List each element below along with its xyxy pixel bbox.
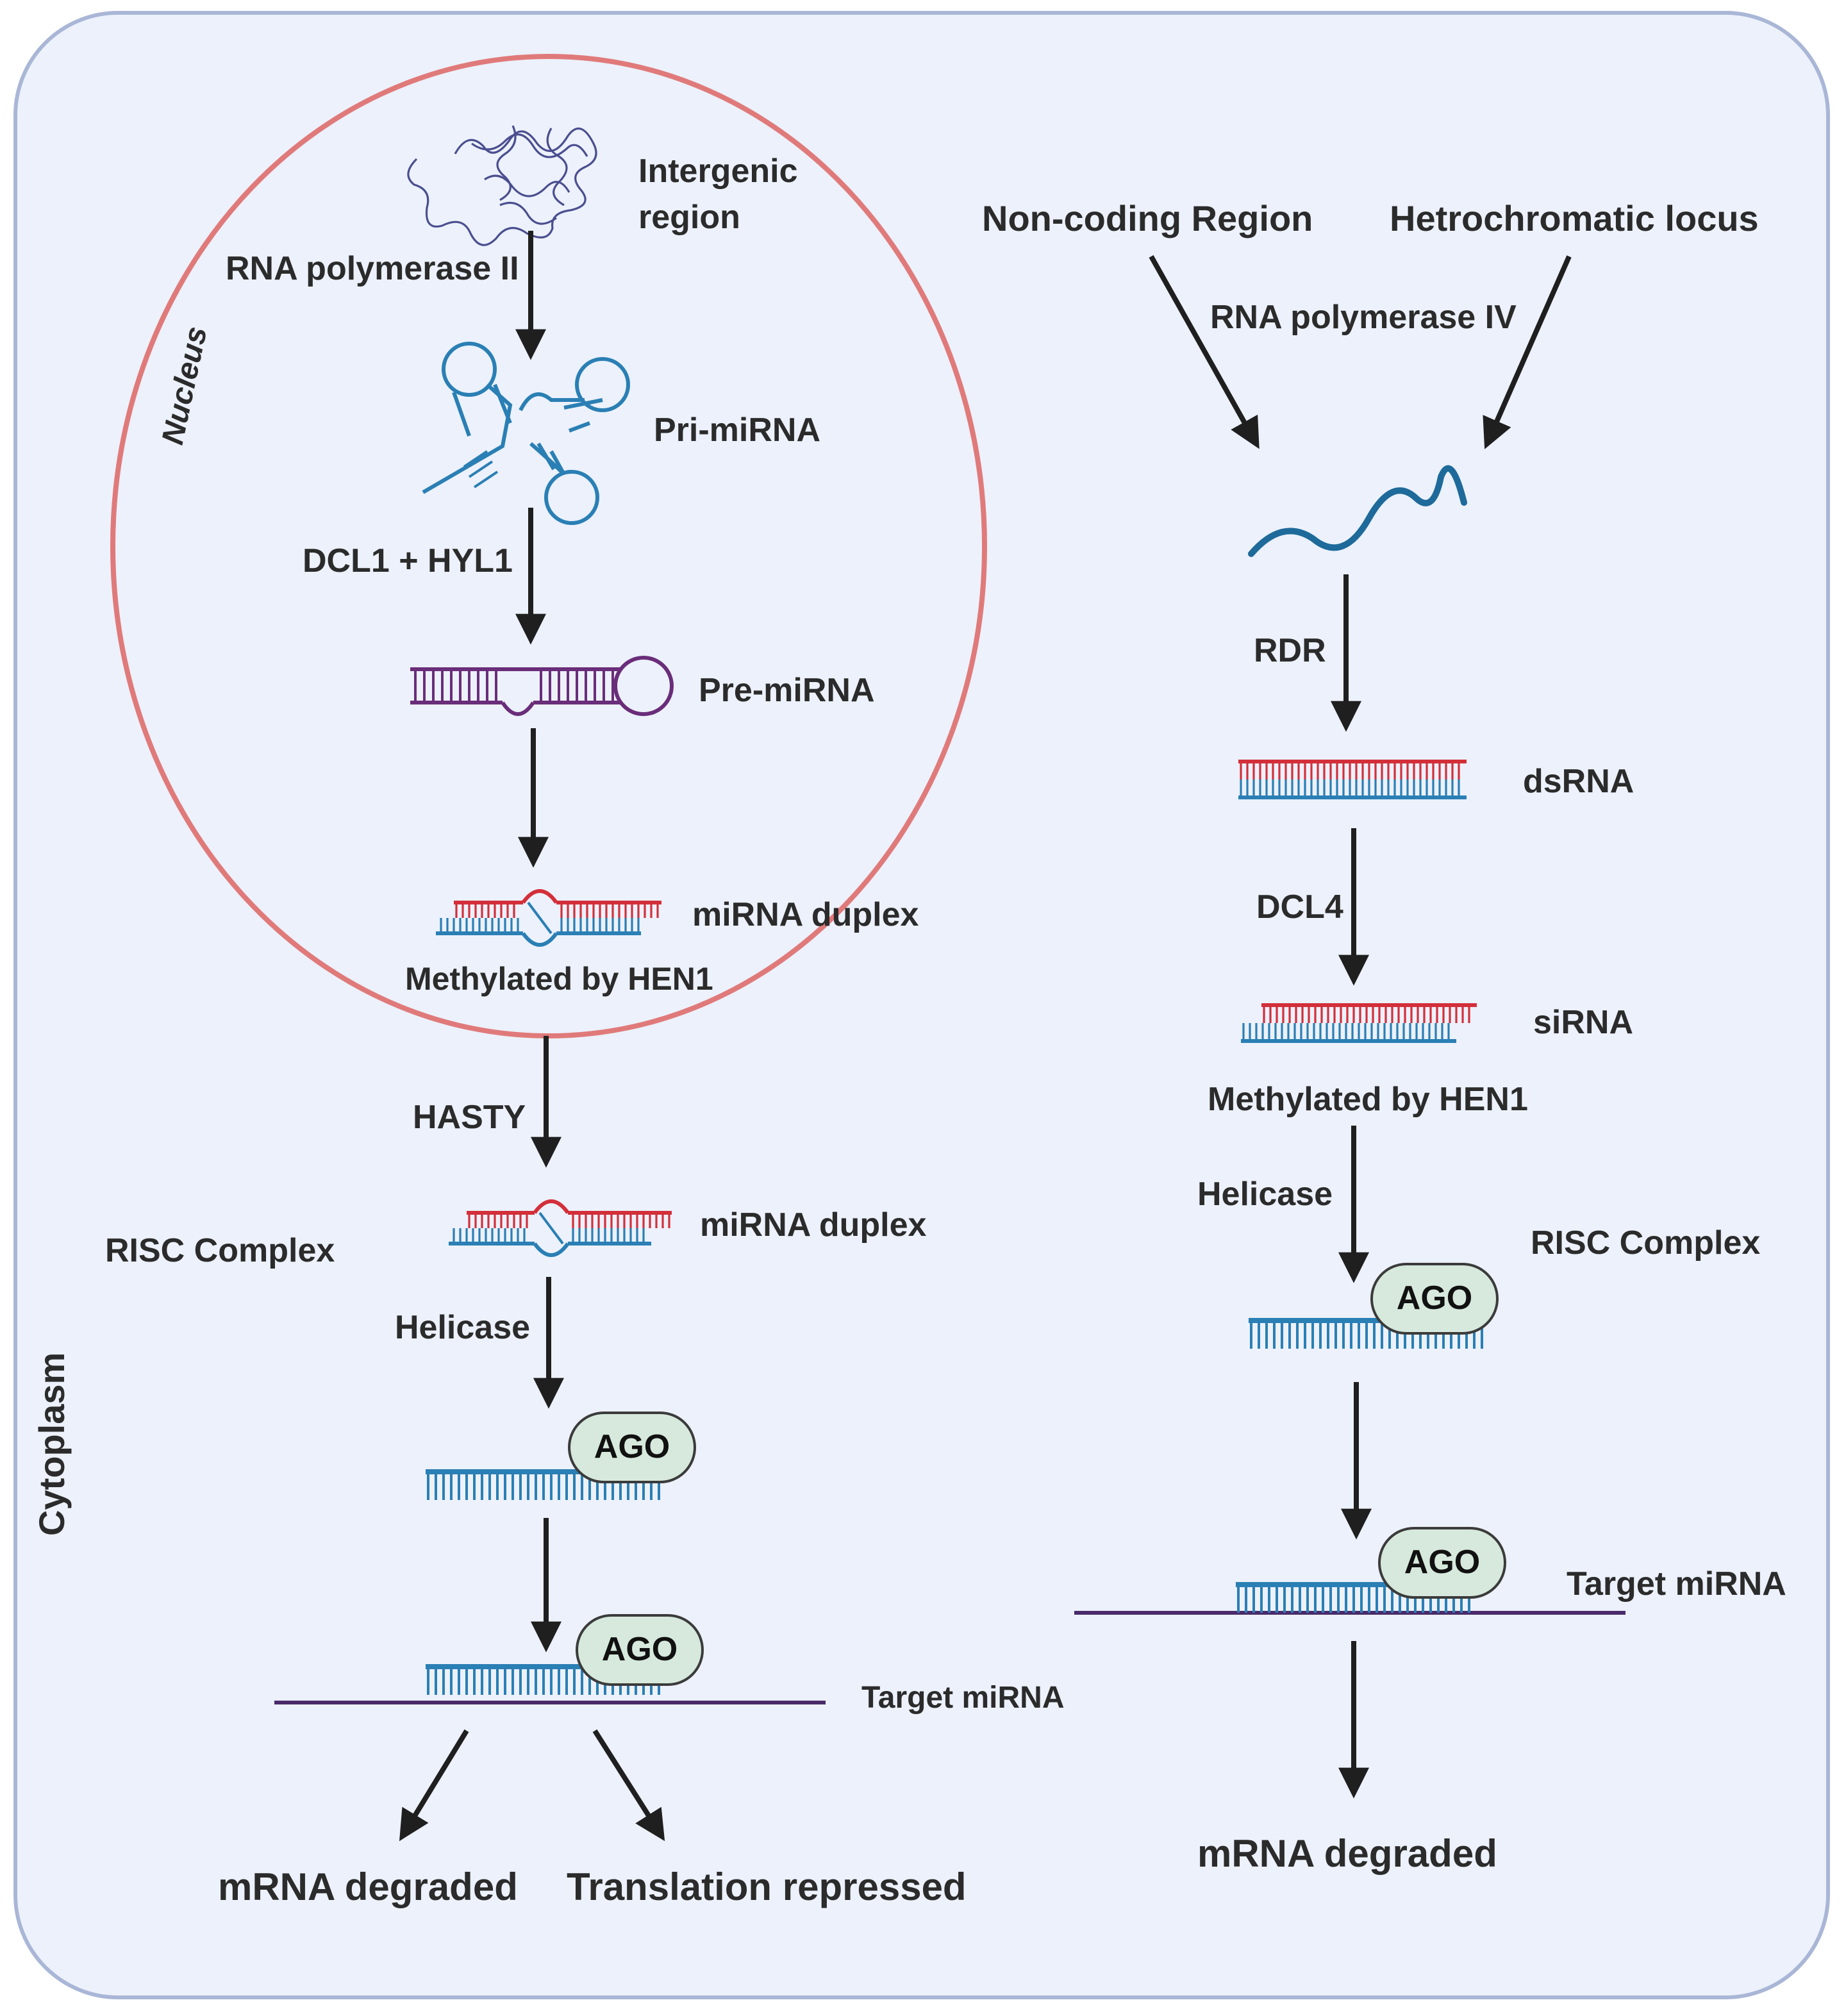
base-pair-rungs [440, 918, 519, 933]
bulge-top [533, 1199, 570, 1214]
pri-mirna-icon [422, 342, 630, 525]
pri-mirna-label: Pri-miRNA [654, 412, 820, 449]
sirna-icon [1241, 1003, 1477, 1043]
ago-protein-left-2: AGO [576, 1614, 704, 1686]
pre-mirna-label: Pre-miRNA [699, 672, 875, 709]
ago-protein-right-1: AGO [1370, 1263, 1499, 1335]
base-pair-rungs [455, 903, 515, 918]
bulge-bottom [533, 1242, 570, 1257]
dsrna-label: dsRNA [1523, 763, 1634, 800]
bulge-bottom [521, 932, 558, 947]
ago-protein-left-1: AGO [568, 1412, 696, 1483]
base-pair-rungs [560, 918, 640, 933]
base-pair-rungs [572, 1228, 645, 1244]
ago-left-2-label: AGO [602, 1631, 678, 1668]
base-pair-rungs [453, 1228, 526, 1244]
mrna-degraded-right-label: mRNA degraded [1197, 1832, 1497, 1875]
ago-protein-right-2: AGO [1378, 1527, 1506, 1599]
rna-polymerase-ii-label: RNA polymerase II [226, 250, 519, 287]
hasty-label: HASTY [413, 1099, 526, 1136]
mrna-degraded-left-label: mRNA degraded [218, 1865, 518, 1908]
base-pair-rungs [468, 1213, 528, 1228]
dcl4-label: DCL4 [1256, 888, 1343, 926]
ssrna-wave-icon [1248, 465, 1467, 557]
cytoplasm-label: Cytoplasm [31, 1353, 72, 1536]
mirna-duplex-nucleus-icon [436, 889, 661, 947]
base-pair-rungs [560, 903, 659, 918]
target-mirna-left-label: Target miRNA [861, 1681, 1064, 1715]
target-mirna-right-label: Target miRNA [1567, 1565, 1786, 1603]
helicase-right-label: Helicase [1197, 1176, 1333, 1213]
helicase-left-label: Helicase [395, 1309, 530, 1346]
ago-right-1-label: AGO [1397, 1279, 1472, 1317]
sirna-label: siRNA [1533, 1004, 1633, 1041]
mirna-duplex-cytoplasm-label: miRNA duplex [700, 1206, 927, 1244]
mirna-duplex-cytoplasm-icon [449, 1199, 672, 1257]
ago-left-1-label: AGO [594, 1428, 670, 1465]
base-pair-rungs [1240, 779, 1460, 797]
ago-right-2-label: AGO [1404, 1544, 1480, 1581]
bulge-top [521, 889, 558, 904]
base-pair-rungs [1240, 762, 1460, 779]
noncoding-region-label: Non-coding Region [982, 198, 1313, 238]
dsrna-icon [1238, 760, 1467, 799]
risc-complex-right-label: RISC Complex [1531, 1224, 1760, 1262]
bulge-link [527, 901, 553, 935]
rdr-label: RDR [1254, 632, 1326, 669]
pre-mirna-icon [410, 656, 674, 716]
mirna-duplex-nucleus-label: miRNA duplex [692, 896, 919, 933]
methylated-hen1-left-label: Methylated by HEN1 [405, 961, 713, 997]
dna-tangle-icon [407, 125, 597, 246]
rna-polymerase-iv-label: RNA polymerase IV [1210, 299, 1517, 336]
bulge-link [538, 1212, 564, 1245]
risc-complex-left-label: RISC Complex [105, 1232, 335, 1269]
arrow-degraded-left [399, 1729, 469, 1842]
base-pair-rungs [572, 1213, 670, 1228]
dcl1-hyl1-label: DCL1 + HYL1 [303, 542, 513, 579]
translation-repressed-label: Translation repressed [567, 1865, 967, 1908]
arrow-repressed [592, 1729, 665, 1842]
base-pair-rungs [427, 1472, 660, 1500]
methylated-hen1-right-label: Methylated by HEN1 [1208, 1081, 1528, 1118]
base-pair-rungs [1263, 1005, 1470, 1023]
arrow-hetrochromatic [1483, 255, 1572, 449]
hetrochromatic-locus-label: Hetrochromatic locus [1390, 198, 1759, 238]
arrow-noncoding [1149, 255, 1260, 449]
base-pair-rungs [1242, 1023, 1450, 1041]
